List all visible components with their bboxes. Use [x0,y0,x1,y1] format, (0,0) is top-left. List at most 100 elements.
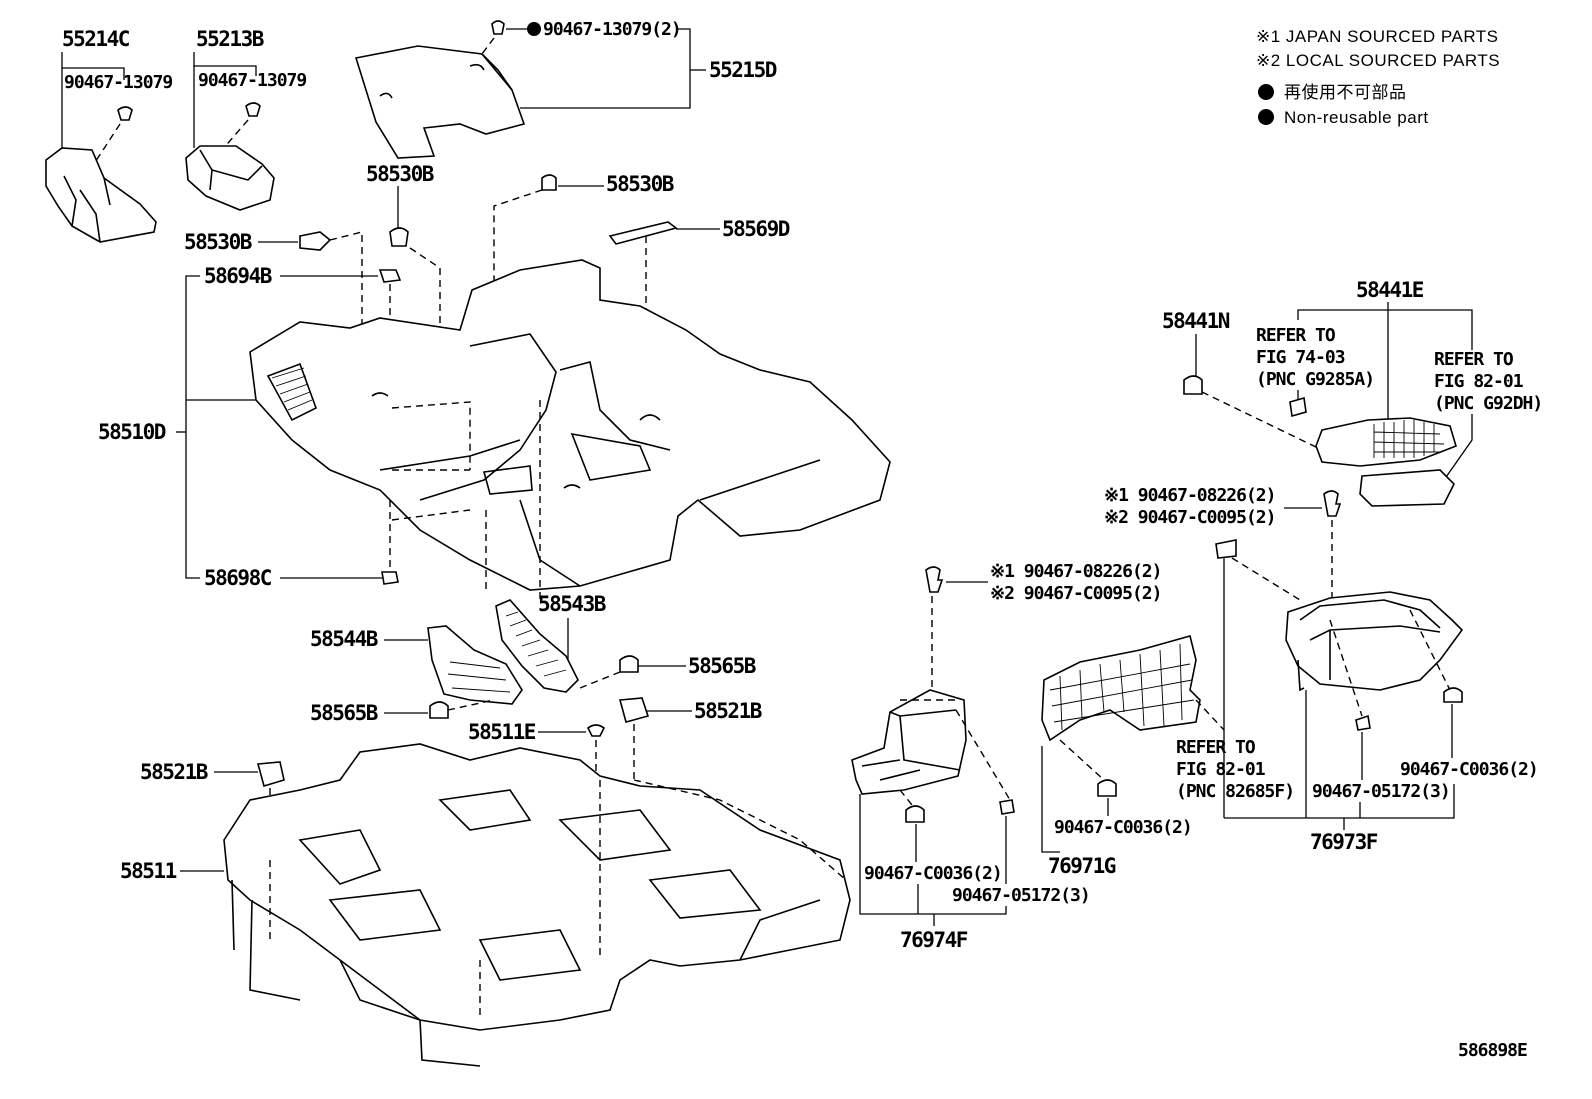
label-58530B-top[interactable]: 58530B [366,162,435,186]
dashed-connector [447,699,495,711]
label-55213B[interactable]: 55213B [196,27,265,51]
label-58521B-left[interactable]: 58521B [140,760,209,784]
dashed-outline [269,779,847,1020]
part-58441-group: 58441N 58441E REFER TO FIG 74-03 (PNC G9… [1162,278,1543,507]
label-76971G[interactable]: 76971G [1048,854,1117,878]
legend-nonreusable-en: Non-reusable part [1284,108,1429,127]
dashed-connector [1231,557,1301,601]
clip-shape [429,701,449,719]
part-76971G-hatch [1049,643,1195,731]
label-76973F[interactable]: 76973F [1310,830,1379,854]
clip-shape [1323,490,1342,517]
refer-2-line-1[interactable]: REFER TO [1434,349,1515,370]
dashed-connector [89,123,121,171]
label-58441E[interactable]: 58441E [1356,278,1425,302]
clip-shape [1443,687,1463,703]
part-76971G-group: 90467-C0036(2) 76971G [1041,635,1225,878]
part-detail [1289,396,1307,418]
label-90467-C0036-right[interactable]: 90467-C0036(2) [1400,759,1539,780]
label-58569D[interactable]: 58569D [722,217,791,241]
label-58511E[interactable]: 58511E [468,720,537,744]
clip-shape [299,231,332,251]
clip-right-japan[interactable]: ※1 90467-08226(2) [1104,485,1276,506]
floor-contours [379,333,821,501]
leader-bracket [1224,784,1455,819]
dashed-connector [493,189,543,290]
refer-1-line-1[interactable]: REFER TO [1256,325,1337,346]
non-reusable-dot-icon [1258,109,1274,125]
dashed-connector [1329,619,1363,717]
clip-shape [378,269,402,283]
clip-shape [117,106,133,121]
label-90467-13079-2[interactable]: 90467-13079(2) [543,19,682,40]
clip-shape [586,724,606,737]
refer-3-line-3[interactable]: (PNC 82685F) [1176,781,1295,802]
label-58441N[interactable]: 58441N [1162,309,1231,333]
refer-3-line-1[interactable]: REFER TO [1176,737,1257,758]
legend-nonreusable-jp: 再使用不可部品 [1284,82,1407,102]
label-90467-05172-left[interactable]: 90467-05172(3) [952,885,1091,906]
dashed-connector [329,231,363,330]
label-90467-C0036-left[interactable]: 90467-C0036(2) [864,863,1003,884]
part-58521B-shape [256,761,285,788]
part-58544B-detail [447,661,511,693]
part-58521B-shape [618,697,650,723]
dashed-connector [409,247,441,269]
part-58543B-shape [495,599,579,693]
part-detail [63,175,111,243]
clip-mid-local[interactable]: ※2 90467-C0095(2) [990,583,1162,604]
floor-contours [519,499,581,587]
label-90467-05172-right[interactable]: 90467-05172(3) [1312,781,1451,802]
dashed-connector [221,119,249,151]
label-90467-13079-b[interactable]: 90467-13079 [198,70,307,91]
refer-3-line-2[interactable]: FIG 82-01 [1176,759,1266,780]
part-detail [379,53,513,99]
part-58441E-bezel [1359,469,1455,507]
label-55214C[interactable]: 55214C [62,27,131,51]
label-58694B[interactable]: 58694B [204,264,273,288]
clip-shape [389,227,409,247]
label-90467-C0036-mid[interactable]: 90467-C0036(2) [1054,817,1193,838]
clip-shape [541,174,557,191]
label-58530B-right[interactable]: 58530B [606,172,675,196]
label-58530B-left[interactable]: 58530B [184,230,253,254]
clip-right-local[interactable]: ※2 90467-C0095(2) [1104,507,1276,528]
label-58565B-left[interactable]: 58565B [310,701,379,725]
leader-bracket [1297,309,1473,350]
clip-shape [925,566,944,593]
part-detail [199,149,263,191]
dashed-connector [1059,739,1105,781]
part-58510D-shape [249,259,891,591]
label-58510D[interactable]: 58510D [98,420,167,444]
floor-contours [298,789,762,981]
legend-japan-sourced: ※1 JAPAN SOURCED PARTS [1256,27,1499,46]
leader-line [193,52,257,76]
refer-2-line-2[interactable]: FIG 82-01 [1434,371,1524,392]
dashed-outline [899,699,1011,811]
label-58511[interactable]: 58511 [120,859,178,883]
refer-1-line-2[interactable]: FIG 74-03 [1256,347,1346,368]
dashed-connector [1409,609,1451,691]
dashed-connector [1195,699,1225,731]
clip-mid-japan[interactable]: ※1 90467-08226(2) [990,561,1162,582]
label-58565B-right[interactable]: 58565B [688,654,757,678]
clip-shape [381,571,399,585]
refer-1-line-3[interactable]: (PNC G9285A) [1256,369,1375,390]
clip-shape [905,805,925,823]
label-55215D[interactable]: 55215D [709,58,778,82]
part-55214C-group: 55214C 90467-13079 [45,27,173,243]
part-76971G-shape [1041,635,1201,742]
label-90467-13079-a[interactable]: 90467-13079 [64,72,173,93]
part-58569D-shape [608,221,678,245]
pedal-pad [266,362,317,422]
dashed-connector [469,37,495,71]
pedal-pad-hatch [271,367,313,411]
label-58521B-right[interactable]: 58521B [694,699,763,723]
label-58543B[interactable]: 58543B [538,592,607,616]
clip-shape [619,655,639,673]
label-58544B[interactable]: 58544B [310,627,379,651]
refer-2-line-3[interactable]: (PNC G92DH) [1434,393,1543,414]
label-58698C[interactable]: 58698C [204,566,273,590]
label-76974F[interactable]: 76974F [900,928,969,952]
figure-id: 586898E [1458,1040,1527,1061]
